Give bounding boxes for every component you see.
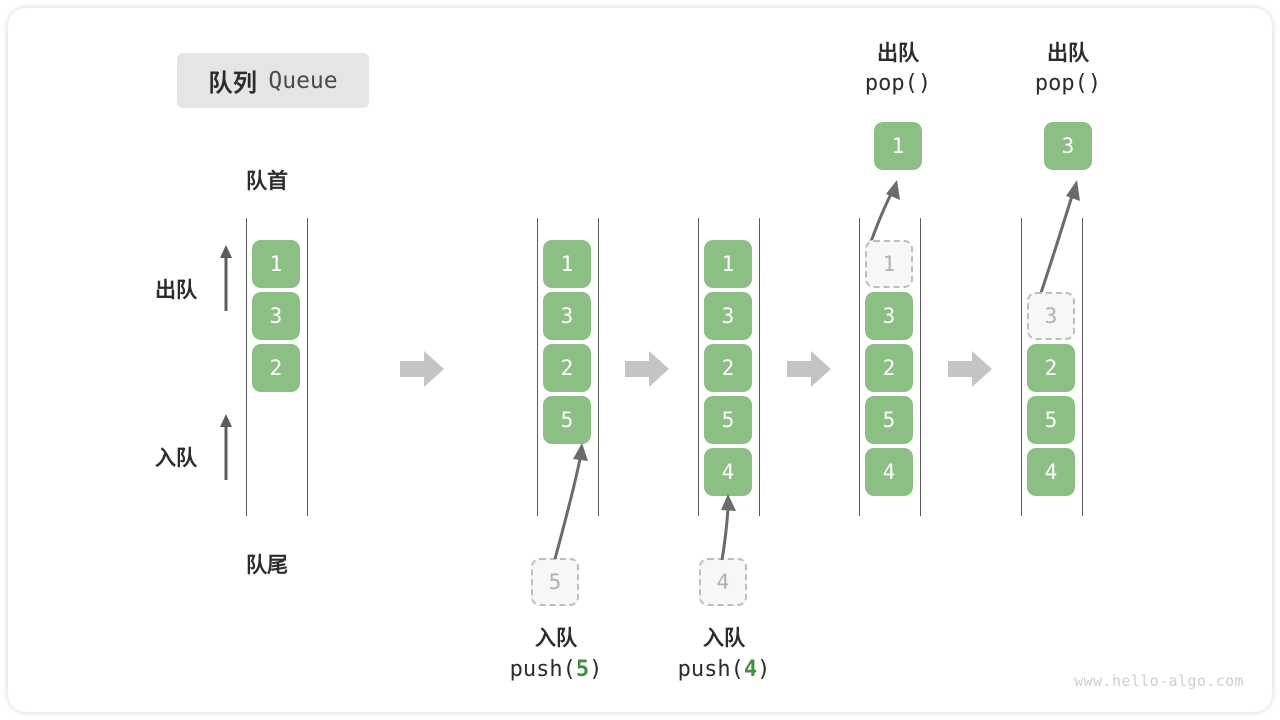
push-caption-line1: 入队 [703, 626, 745, 650]
queue-element-ghost: 3 [1027, 292, 1075, 340]
queue-element: 5 [704, 396, 752, 444]
queue-rail-left [859, 218, 860, 516]
queue-element: 3 [865, 292, 913, 340]
diagram-title-badge: 队列 Queue [177, 53, 369, 108]
push-caption-line1: 入队 [535, 626, 577, 650]
queue-element: 2 [543, 344, 591, 392]
queue-element: 3 [543, 292, 591, 340]
pop-motion-arrow-icon [1036, 180, 1080, 303]
push-motion-arrow-icon [720, 494, 736, 561]
queue-rail-left [698, 218, 699, 516]
popped-element: 1 [874, 122, 922, 170]
queue-rail-left [537, 218, 538, 516]
title-chinese: 队列 [208, 69, 258, 97]
enqueue-direction-label: 入队 [155, 446, 197, 470]
incoming-element-ghost: 4 [699, 558, 747, 606]
queue-rail-right [307, 218, 308, 516]
queue-element: 3 [704, 292, 752, 340]
queue-element: 1 [704, 240, 752, 288]
queue-element: 2 [252, 344, 300, 392]
pop-header-line2: pop() [1034, 71, 1102, 96]
dequeue-direction-label: 出队 [155, 278, 197, 302]
incoming-element-ghost: 5 [531, 558, 579, 606]
step-arrow-icon [948, 351, 992, 387]
step-arrow-icon [400, 351, 444, 387]
watermark: www.hello-algo.com [1074, 672, 1244, 690]
queue-element-new: 4 [704, 448, 752, 496]
queue-element: 2 [1027, 344, 1075, 392]
pop-header-line2: pop() [864, 71, 932, 96]
queue-rail-left [246, 218, 247, 516]
queue-rail-right [759, 218, 760, 516]
queue-element: 2 [704, 344, 752, 392]
enqueue-direction-arrow-icon [220, 414, 232, 480]
dequeue-direction-arrow-icon [220, 245, 232, 311]
queue-rail-right [1082, 218, 1083, 516]
queue-element: 3 [252, 292, 300, 340]
queue-element: 4 [865, 448, 913, 496]
step-arrow-icon [787, 351, 831, 387]
front-label: 队首 [246, 169, 288, 193]
queue-element: 5 [865, 396, 913, 444]
pop-header-line1: 出队 [1047, 41, 1089, 65]
queue-element-ghost: 1 [865, 240, 913, 288]
diagram-card: 队列 Queue 队首 队尾 出队 入队 1 3 2 1 3 2 5 5 入队 … [8, 8, 1272, 712]
popped-element: 3 [1044, 122, 1092, 170]
queue-element: 1 [252, 240, 300, 288]
queue-element: 4 [1027, 448, 1075, 496]
rear-label: 队尾 [246, 553, 288, 577]
pop-header: 出队 pop() [813, 38, 983, 100]
queue-element: 2 [865, 344, 913, 392]
queue-element: 1 [543, 240, 591, 288]
step-arrow-icon [625, 351, 669, 387]
push-motion-arrow-icon [553, 443, 588, 560]
push-caption: 入队 push(5) [456, 623, 656, 686]
queue-element-new: 5 [543, 396, 591, 444]
title-english: Queue [268, 67, 338, 94]
push-caption-line2: push(4) [677, 657, 771, 682]
queue-rail-right [598, 218, 599, 516]
pop-header-line1: 出队 [877, 41, 919, 65]
push-caption-line2: push(5) [509, 657, 603, 682]
queue-rail-right [920, 218, 921, 516]
queue-rail-left [1021, 218, 1022, 516]
push-caption: 入队 push(4) [624, 623, 824, 686]
queue-element: 5 [1027, 396, 1075, 444]
pop-header: 出队 pop() [983, 38, 1153, 100]
